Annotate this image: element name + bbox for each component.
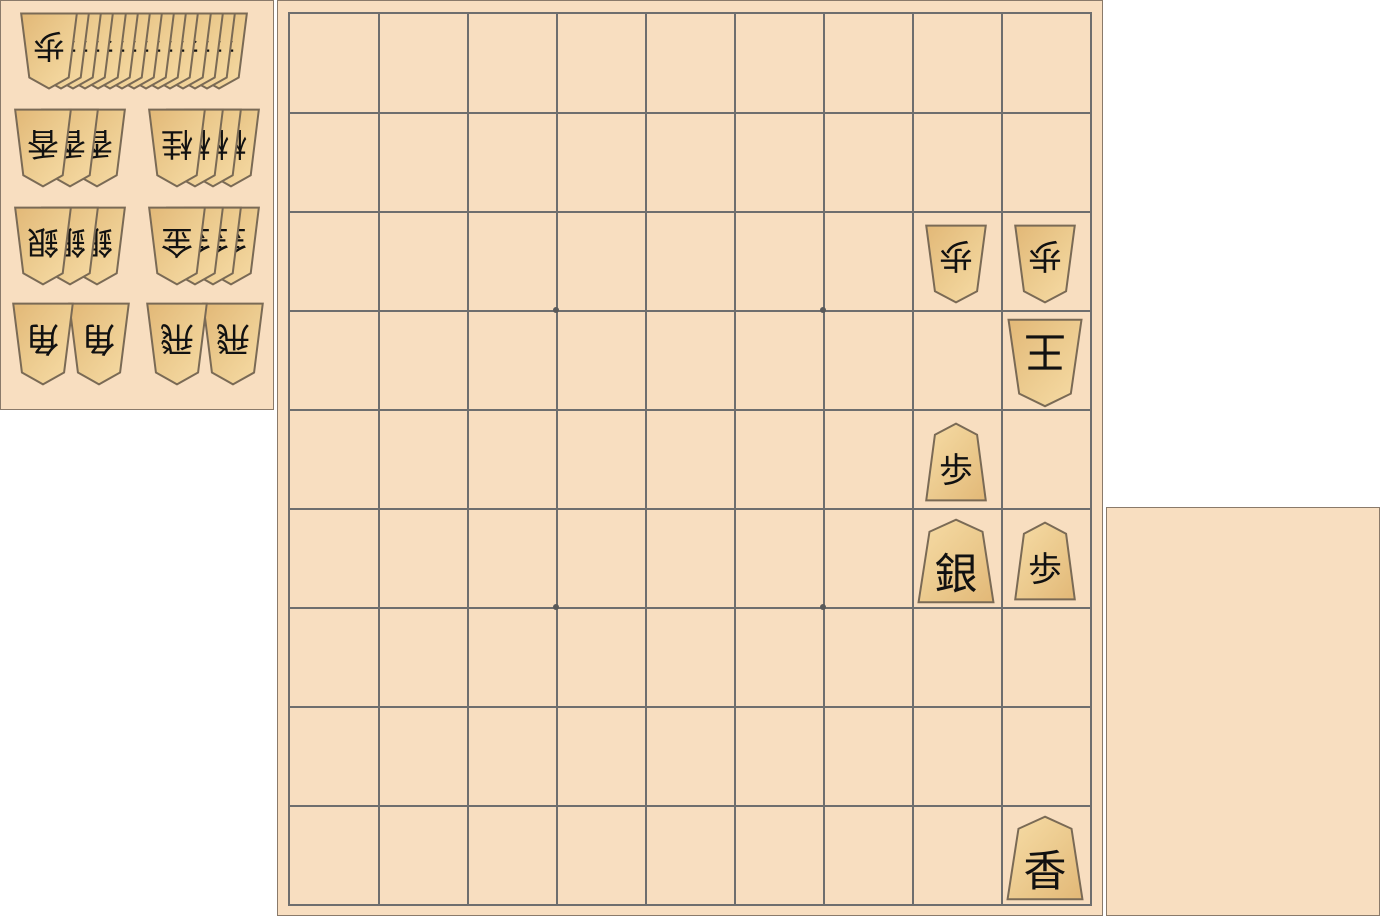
grid-line-horizontal [290, 508, 1090, 510]
piece-glyph: 王 [1024, 327, 1067, 376]
gote-hand-bishops-piece[interactable]: 角 [12, 302, 74, 386]
gote-hand-pawns-piece[interactable]: 歩 [20, 12, 78, 90]
gote-hand-lances[interactable]: 香香香 [14, 108, 126, 188]
gote-hand-silvers[interactable]: 銀銀銀 [14, 206, 126, 286]
piece-glyph: 歩 [33, 27, 66, 65]
piece-glyph: 銀 [934, 550, 978, 600]
gote-pawn-2-3[interactable]: 歩 [925, 224, 987, 304]
board-grid[interactable] [288, 12, 1092, 906]
gote-king-1-4[interactable]: 王 [1007, 318, 1083, 408]
grid-line-vertical [645, 14, 647, 904]
piece-glyph: 角 [26, 318, 60, 358]
grid-line-horizontal [290, 310, 1090, 312]
gote-pawn-1-3[interactable]: 歩 [1014, 224, 1076, 304]
sente-pawn-2-5[interactable]: 歩 [925, 422, 987, 502]
gote-hand-rooks[interactable]: 飛飛 [146, 302, 264, 386]
piece-glyph: 歩 [1028, 550, 1062, 590]
piece-glyph: 飛 [216, 318, 250, 358]
piece-glyph: 角 [82, 318, 116, 358]
grid-line-horizontal [290, 409, 1090, 411]
grid-line-horizontal [290, 805, 1090, 807]
grid-line-vertical [1001, 14, 1003, 904]
grid-line-horizontal [290, 112, 1090, 114]
grid-line-horizontal [290, 211, 1090, 213]
star-point [820, 307, 826, 313]
sente-piece-stand[interactable] [1106, 507, 1380, 916]
piece-glyph: 歩 [1028, 235, 1062, 275]
grid-line-vertical [556, 14, 558, 904]
grid-line-vertical [912, 14, 914, 904]
sente-silver-2-6[interactable]: 銀 [917, 518, 995, 604]
sente-lance-1-9[interactable]: 香 [1006, 815, 1084, 901]
gote-hand-silvers-piece[interactable]: 銀 [14, 206, 72, 286]
gote-hand-rooks-piece[interactable]: 飛 [202, 302, 264, 386]
piece-glyph: 香 [27, 125, 60, 163]
piece-glyph: 歩 [939, 451, 973, 491]
grid-line-vertical [467, 14, 469, 904]
gote-hand-rooks-piece[interactable]: 飛 [146, 302, 208, 386]
gote-hand-golds-piece[interactable]: 金 [148, 206, 206, 286]
gote-hand-golds[interactable]: 金金金金 [148, 206, 260, 286]
piece-glyph: 桂 [161, 125, 194, 163]
grid-line-vertical [734, 14, 736, 904]
piece-glyph: 香 [1023, 847, 1067, 897]
gote-hand-pawns[interactable]: 歩歩歩歩歩歩歩歩歩歩歩歩歩歩歩 [20, 12, 248, 90]
grid-line-vertical [823, 14, 825, 904]
piece-glyph: 歩 [939, 235, 973, 275]
gote-hand-knights[interactable]: 桂桂桂桂 [148, 108, 260, 188]
gote-hand-lances-piece[interactable]: 香 [14, 108, 72, 188]
gote-hand-knights-piece[interactable]: 桂 [148, 108, 206, 188]
grid-line-horizontal [290, 706, 1090, 708]
piece-glyph: 金 [161, 223, 194, 261]
gote-hand-bishops[interactable]: 角角 [12, 302, 130, 386]
grid-line-vertical [378, 14, 380, 904]
star-point [820, 604, 826, 610]
grid-line-horizontal [290, 607, 1090, 609]
piece-glyph: 飛 [160, 318, 194, 358]
sente-pawn-1-6[interactable]: 歩 [1014, 521, 1076, 601]
star-point [553, 307, 559, 313]
piece-glyph: 銀 [27, 223, 60, 261]
gote-hand-bishops-piece[interactable]: 角 [68, 302, 130, 386]
star-point [553, 604, 559, 610]
